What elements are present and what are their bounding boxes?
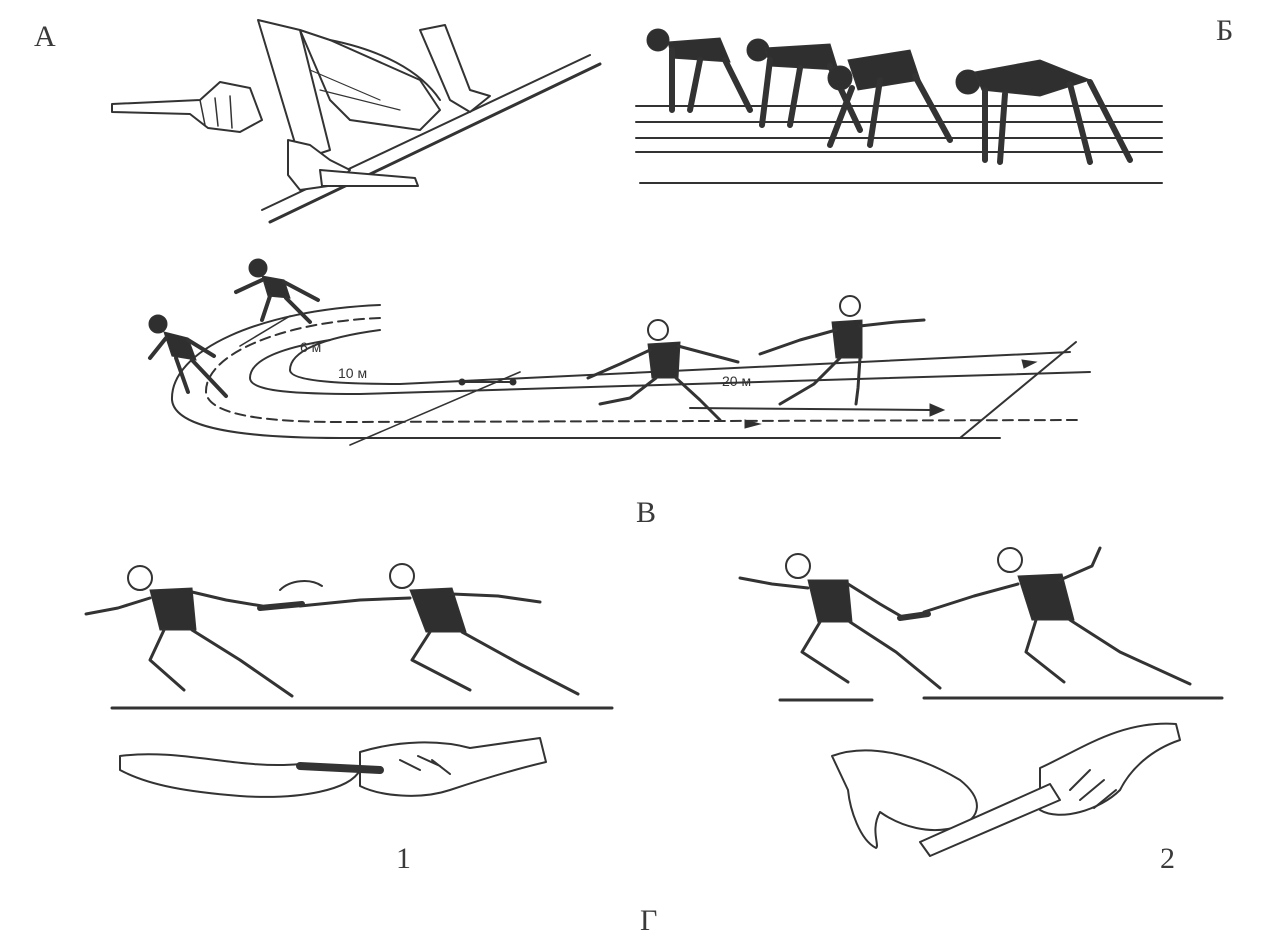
- straight-runner-outgoing: [760, 296, 924, 404]
- crouch-runner-3: [828, 50, 950, 145]
- g1-runner-receiver: [86, 566, 292, 696]
- distance-6m: 6 м: [300, 339, 321, 355]
- crouch-runner-1: [647, 29, 750, 110]
- g1-runner-passer: [300, 564, 578, 694]
- g2-runner-passer: [924, 548, 1190, 684]
- distance-10m: 10 м: [338, 365, 367, 381]
- g2-runner-receiver: [740, 554, 940, 688]
- crouch-runner-4: [956, 60, 1130, 162]
- panel-label-a: А: [34, 20, 56, 54]
- panel-a-hand-start: [112, 20, 600, 222]
- subpanel-label-1: 1: [396, 842, 411, 876]
- subpanel-label-2: 2: [1160, 842, 1175, 876]
- panel-label-b: Б: [1216, 14, 1233, 48]
- panel-label-g: Г: [640, 904, 657, 938]
- curve-runner-left: [149, 315, 226, 396]
- panel-g1-handoff: [86, 564, 612, 797]
- distance-20m: 20 м: [722, 373, 751, 389]
- panel-g2-handoff: [740, 548, 1222, 856]
- panel-v-exchange-zone: 6 м 10 м 20 м: [149, 259, 1090, 445]
- g1-hand-closeup: [120, 738, 546, 797]
- straight-runner-incoming: [588, 320, 738, 420]
- panel-label-v: В: [636, 496, 656, 530]
- g2-hand-closeup: [832, 724, 1180, 856]
- panel-b-crouch-start: [636, 29, 1162, 183]
